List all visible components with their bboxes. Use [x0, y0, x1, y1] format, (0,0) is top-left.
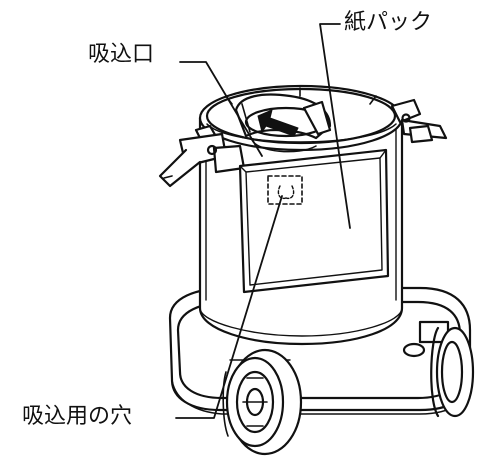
right-latch [390, 98, 448, 144]
front-wheel [222, 348, 303, 456]
airflow-arrow-icon [257, 109, 299, 137]
suction-inlet-label: 吸込口 [88, 42, 155, 67]
suction-hole-outline [267, 175, 303, 205]
rear-wheel [430, 326, 475, 418]
paper-bag-panel [238, 148, 390, 294]
leader-lines [175, 23, 351, 419]
left-latch [158, 124, 246, 188]
suction-hole-label: 吸込用の穴 [22, 404, 133, 429]
leader-paper-pack [319, 23, 351, 229]
leader-suction-inlet [179, 61, 263, 157]
leader-suction-hole [175, 195, 283, 419]
paper-pack-label: 紙パック [344, 10, 433, 35]
bag-collar [234, 93, 332, 153]
